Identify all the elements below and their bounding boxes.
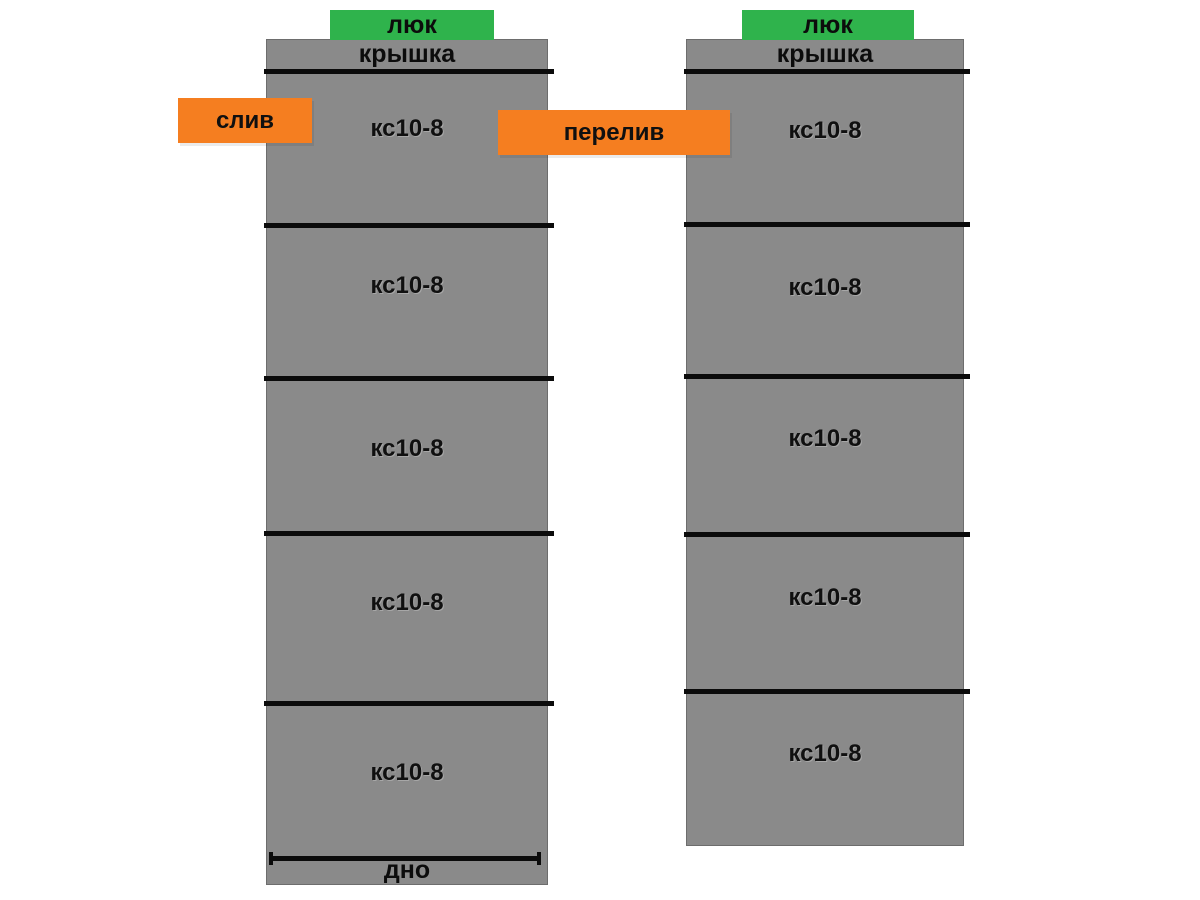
ring-label: кс10-8 — [788, 740, 862, 767]
drain-label: слив — [178, 98, 312, 143]
ring-label: кс10-8 — [370, 589, 444, 616]
cover-joint-line — [264, 69, 554, 74]
bottom-line — [269, 852, 541, 865]
ring-joint-line — [264, 376, 554, 381]
ring-joint-line — [684, 689, 970, 694]
ring-joint-line — [264, 531, 554, 536]
bottom-label: дно — [383, 855, 431, 884]
hatch-label-right: люк — [742, 10, 914, 40]
ring-joint-line — [264, 223, 554, 228]
ring-joint-line — [684, 374, 970, 379]
well-column-right: крышка кс10-8 кс10-8 кс10-8 кс10-8 кс10-… — [684, 39, 970, 846]
ring-label: кс10-8 — [788, 274, 862, 301]
ring-joint-line — [264, 701, 554, 706]
well-column-left: крышка кс10-8 кс10-8 кс10-8 кс10-8 кс10-… — [264, 39, 554, 885]
ring-label: кс10-8 — [370, 115, 444, 142]
ring-joint-line — [684, 532, 970, 537]
ring-label: кс10-8 — [788, 584, 862, 611]
ring-label: кс10-8 — [788, 117, 862, 144]
hatch-label-left: люк — [330, 10, 494, 40]
ring-label: кс10-8 — [370, 435, 444, 462]
cover-joint-line — [684, 69, 970, 74]
cover-label: крышка — [776, 40, 874, 68]
ring-joint-line — [684, 222, 970, 227]
ring-label: кс10-8 — [370, 759, 444, 786]
ring-label: кс10-8 — [370, 272, 444, 299]
cover-label: крышка — [358, 40, 456, 68]
ring-label: кс10-8 — [788, 425, 862, 452]
overflow-label: перелив — [498, 110, 730, 155]
